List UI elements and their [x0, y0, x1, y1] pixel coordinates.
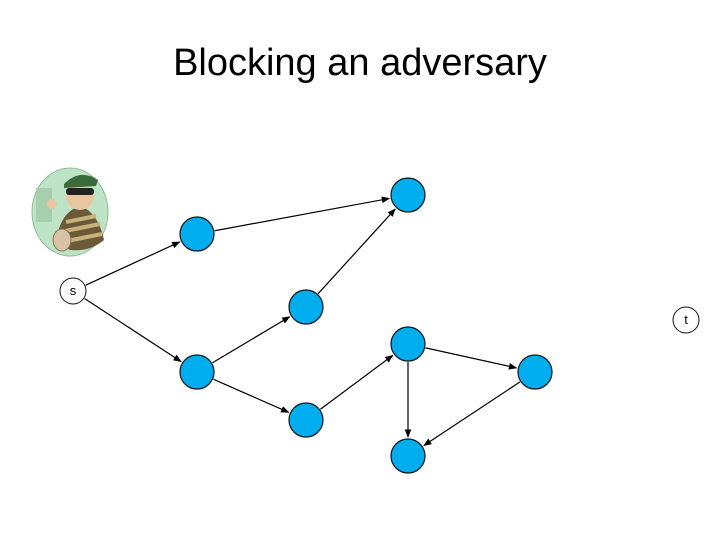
node-label-t: t — [684, 312, 688, 327]
edge-e-f — [320, 354, 394, 410]
node-b — [179, 354, 215, 390]
edge-s-a — [85, 241, 181, 286]
slide-title: Blocking an adversary — [173, 42, 547, 84]
edge-b-d — [212, 316, 291, 364]
thief-icon — [31, 167, 109, 257]
node-a — [179, 216, 215, 252]
edges-layer — [84, 196, 521, 447]
node-d — [288, 289, 324, 325]
edge-d-c — [317, 208, 396, 295]
nodes-layer: st — [59, 177, 700, 474]
node-t — [672, 306, 700, 334]
edge-f-g — [425, 347, 518, 370]
node-c — [390, 177, 426, 213]
node-g — [517, 354, 553, 390]
node-e — [288, 402, 324, 438]
node-s — [59, 277, 87, 305]
edge-a-c — [214, 196, 391, 232]
node-f — [390, 326, 426, 362]
edge-g-h — [423, 381, 521, 447]
edge-s-b — [84, 298, 182, 363]
edge-b-e — [213, 378, 290, 413]
node-h — [390, 438, 426, 474]
node-label-s: s — [70, 283, 77, 298]
